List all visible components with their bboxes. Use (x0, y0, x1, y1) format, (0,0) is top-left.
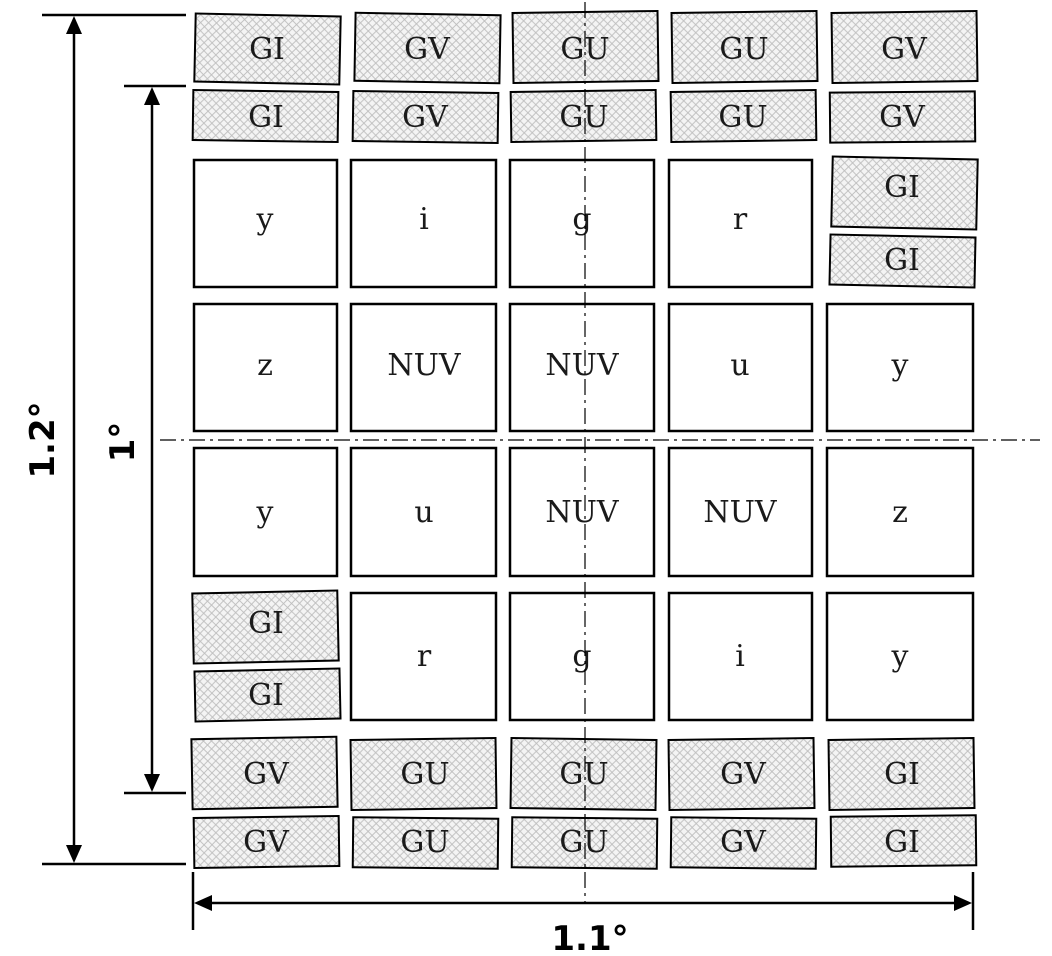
grating-cell: GU (509, 88, 658, 144)
grating-cell: GU (669, 88, 818, 144)
filter-label: r (417, 639, 432, 674)
grating-cell: GI (827, 736, 976, 812)
filter-label: y (891, 348, 909, 383)
grating-cell: GI (830, 155, 979, 231)
filter-cell: r (349, 591, 498, 722)
grating-label: GI (884, 825, 920, 860)
filter-label: z (257, 348, 273, 383)
grating-label: GU (719, 32, 768, 67)
filter-label: i (419, 202, 429, 237)
grating-cell: GU (670, 9, 819, 85)
width-label: 1.1° (551, 919, 628, 956)
filter-label: NUV (545, 495, 620, 530)
grating-cell: GV (828, 90, 977, 144)
filter-label: y (891, 639, 909, 674)
grating-label: GV (720, 757, 767, 792)
height-inner-dimension: 1° (103, 84, 186, 795)
filter-label: z (892, 495, 908, 530)
grating-label: GV (243, 825, 290, 860)
grating-cell: GI (191, 88, 340, 144)
grating-label: GV (404, 32, 451, 67)
grating-cell: GU (509, 736, 658, 812)
grating-cell: GV (353, 11, 502, 85)
grating-label: GU (718, 100, 767, 135)
grating-cell: GI (193, 12, 342, 86)
filter-cell: NUV (508, 446, 656, 578)
grating-label: GI (884, 243, 920, 278)
filter-label: NUV (703, 495, 778, 530)
filter-cell: g (508, 158, 656, 289)
grating-cell: GI (191, 589, 340, 665)
grating-label: GI (248, 606, 284, 641)
grating-cell: GI (828, 233, 977, 289)
width-dimension: 1.1° (191, 872, 975, 956)
grating-cell: GI (829, 814, 978, 868)
filter-label: NUV (545, 348, 620, 383)
grating-label: GI (884, 170, 920, 205)
filter-label: g (572, 639, 591, 674)
grating-label: GI (249, 32, 285, 67)
filter-cell: i (667, 591, 814, 722)
filter-cell: NUV (667, 446, 814, 578)
grating-label: GV (402, 100, 449, 135)
filter-cell: u (667, 302, 814, 433)
filter-cell: u (349, 446, 498, 578)
filter-label: g (572, 202, 591, 237)
grating-label: GU (400, 757, 449, 792)
filter-label: NUV (387, 348, 462, 383)
grating-label: GI (248, 678, 284, 713)
filter-label: u (730, 348, 749, 383)
filter-label: i (735, 639, 745, 674)
filter-cell: NUV (508, 302, 656, 433)
filter-cell: y (192, 446, 339, 578)
grating-cell: GV (351, 89, 500, 145)
grating-cell: GV (190, 735, 339, 811)
grating-label: GU (400, 825, 449, 860)
grating-label: GU (559, 100, 608, 135)
filter-cell: r (667, 158, 814, 289)
grating-cell: GU (349, 736, 498, 812)
filter-cell: y (825, 591, 975, 722)
grating-label: GI (884, 757, 920, 792)
grating-label: GU (559, 757, 608, 792)
filter-cell: z (192, 302, 339, 433)
filter-cell: y (825, 302, 975, 433)
grating-label: GV (879, 100, 926, 135)
filter-label: u (414, 495, 433, 530)
grating-label: GU (559, 825, 608, 860)
grating-cell: GI (193, 667, 342, 723)
filter-label: y (256, 495, 274, 530)
grating-label: GV (243, 757, 290, 792)
grating-label: GV (881, 32, 928, 67)
filter-label: y (256, 202, 274, 237)
filter-cell: y (192, 158, 339, 289)
grating-cell: GU (351, 816, 500, 870)
grating-cell: GV (192, 814, 341, 870)
height-outer-dimension: 1.2° (23, 13, 186, 866)
grating-cell: GV (669, 816, 818, 870)
height-outer-label: 1.2° (23, 401, 63, 478)
grating-label: GV (720, 825, 767, 860)
grating-cell: GV (830, 9, 979, 85)
grating-cell: GV (667, 736, 816, 812)
filter-label: r (733, 202, 748, 237)
height-inner-label: 1° (103, 422, 143, 463)
filter-cell: g (508, 591, 656, 722)
filter-cell: NUV (349, 302, 498, 433)
grating-label: GI (248, 100, 284, 135)
filter-cell: i (349, 158, 498, 289)
filter-cell: z (825, 446, 975, 578)
